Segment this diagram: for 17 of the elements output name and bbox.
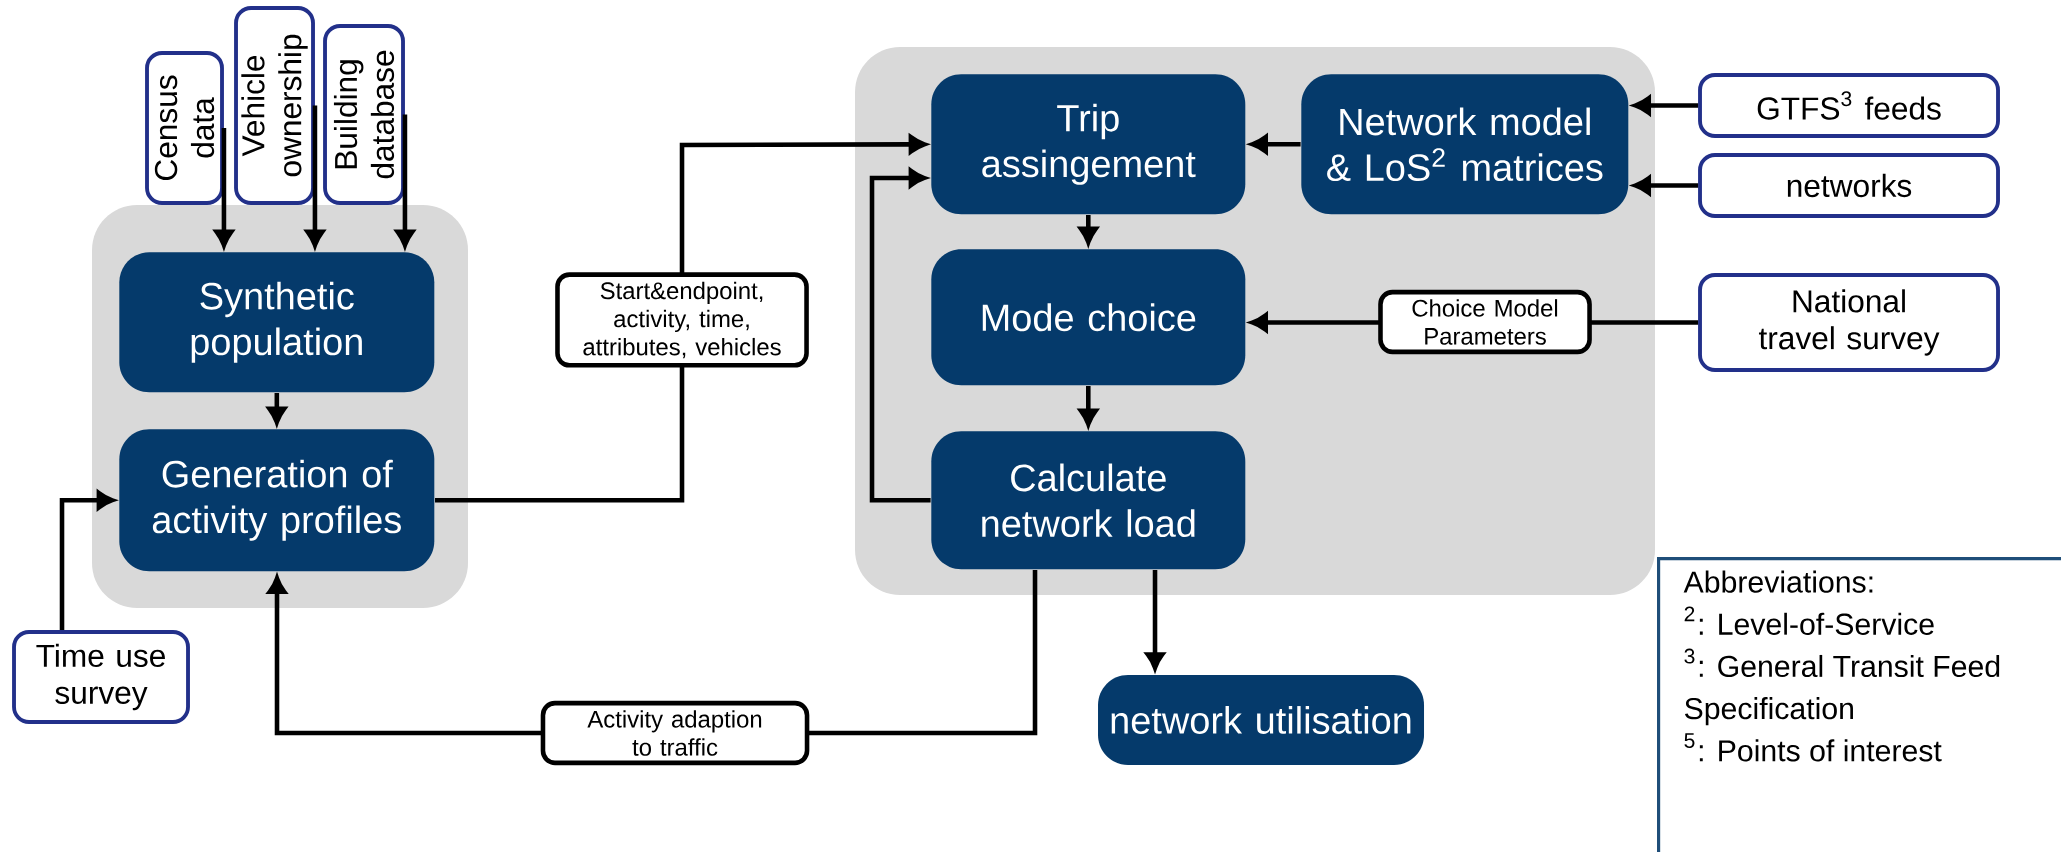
process-box: Calculate network load [931, 431, 1246, 570]
input-box: Time use survey [12, 630, 190, 724]
process-box: Network model & LoS$^{2}$ matrices [1301, 74, 1629, 215]
input-box: Building database [323, 24, 405, 205]
input-box: Vehicle ownership [234, 6, 315, 205]
process-box: Mode choice [931, 249, 1246, 386]
input-box: Census data [145, 51, 224, 205]
input-box: GTFS$^{3}$ feeds [1698, 73, 2000, 138]
process-box: network utilisation [1098, 675, 1424, 765]
edge-label: Choice Model Parameters [1378, 289, 1592, 355]
process-box: Generation of activity profiles [119, 429, 435, 572]
process-box: Trip assingement [931, 74, 1246, 215]
input-box: networks [1698, 153, 2000, 218]
input-box: National travel survey [1698, 273, 2000, 372]
edge-label: Activity adaption to traffic [540, 700, 810, 766]
abbreviation-box: Abbreviations: $^{2}$: Level-of-Service $^{3}$: General Transit Feed Specification $^{5}$: Points of interest [1657, 557, 2061, 852]
process-box: Synthetic population [119, 252, 435, 393]
